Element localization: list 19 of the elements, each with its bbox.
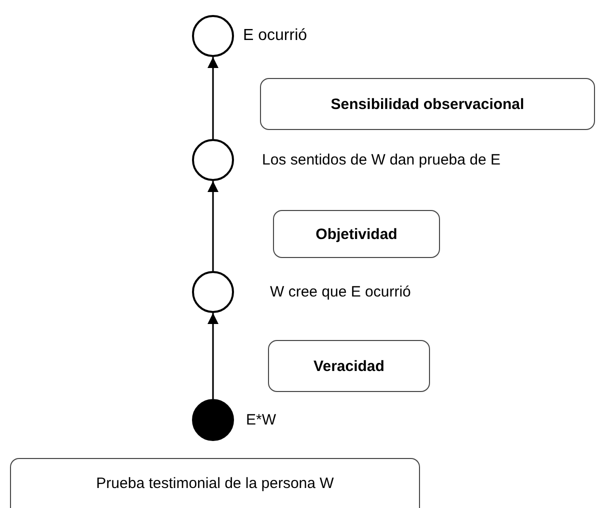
filled-circle-node bbox=[192, 399, 234, 441]
caption-box bbox=[10, 458, 420, 508]
label-box bbox=[268, 340, 430, 392]
node-caption: E ocurrió bbox=[243, 27, 308, 45]
node-caption: Los sentidos de W dan prueba de E bbox=[262, 152, 500, 168]
arrow bbox=[207, 57, 219, 139]
arrow bbox=[207, 181, 219, 271]
circle-node bbox=[192, 15, 234, 57]
label-box bbox=[273, 210, 440, 258]
node-caption: E*W bbox=[246, 412, 276, 428]
circle-node bbox=[192, 271, 234, 313]
label-box bbox=[260, 78, 595, 130]
node-caption: W cree que E ocurrió bbox=[270, 284, 411, 300]
box-text: Veracidad bbox=[314, 358, 384, 374]
box-text: Prueba testimonial de la persona W bbox=[96, 475, 334, 492]
box-text: Sensibilidad observacional bbox=[330, 96, 524, 112]
arrow bbox=[207, 313, 219, 399]
box-text: Objetividad bbox=[316, 226, 398, 242]
circle-node bbox=[192, 139, 234, 181]
